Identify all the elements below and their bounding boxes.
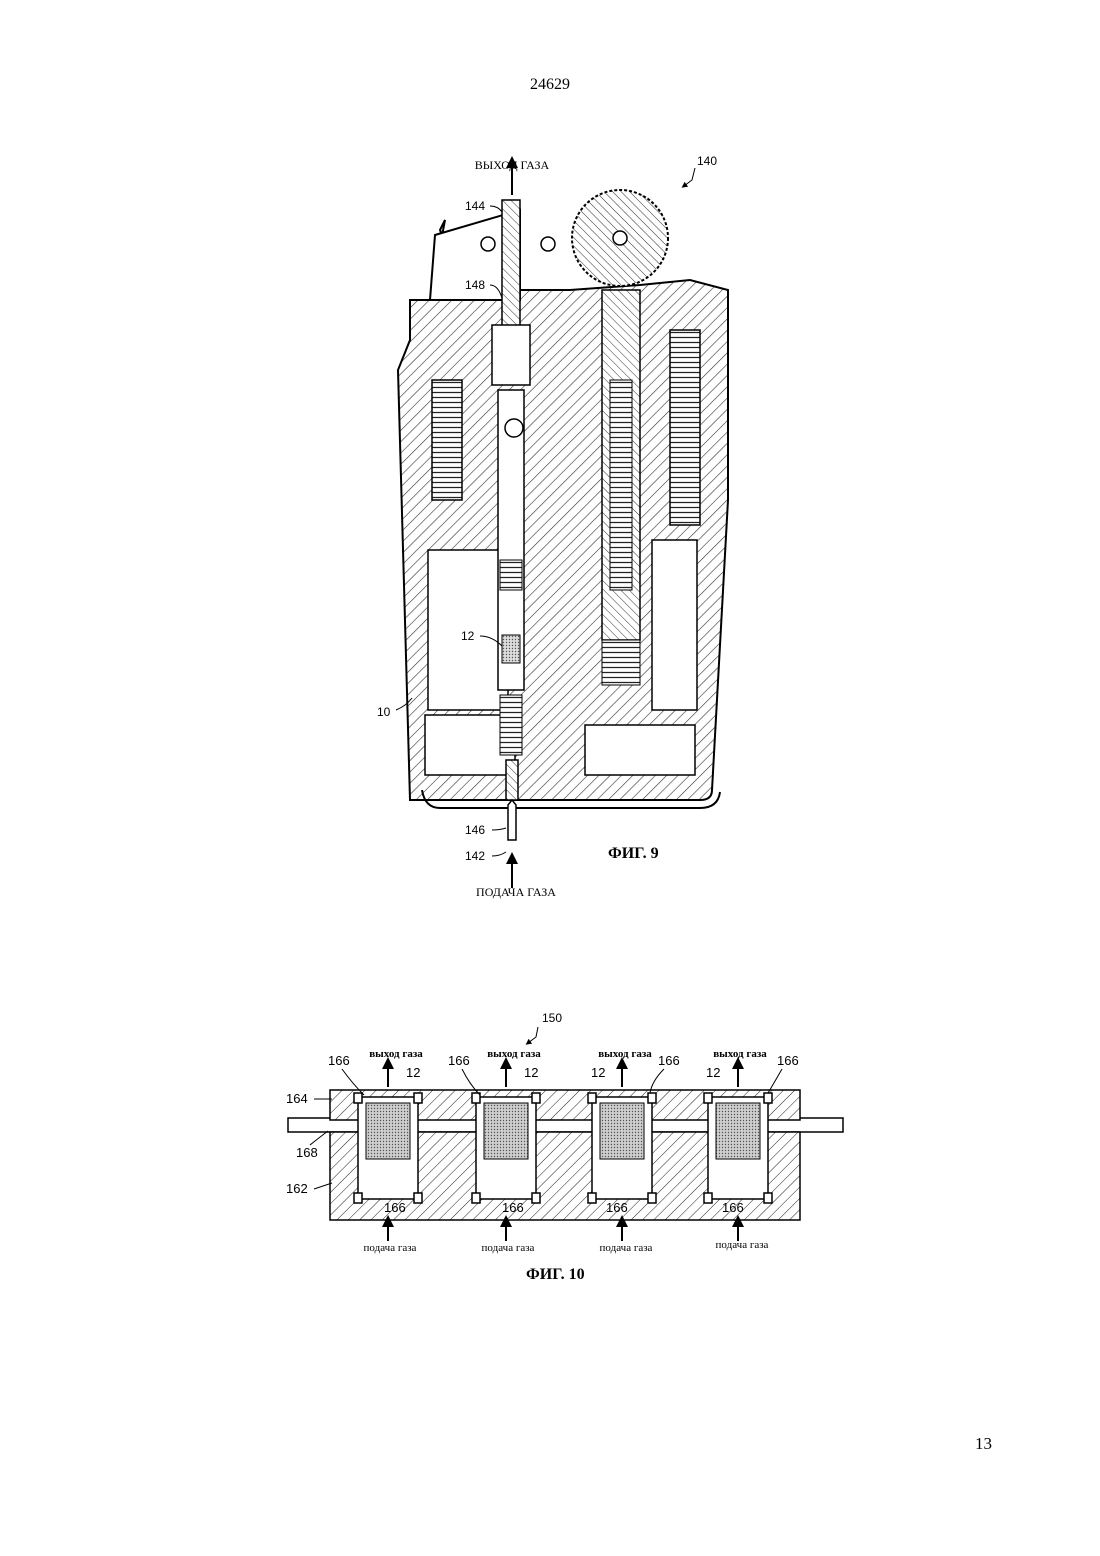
- figure-9-drawing: ВЫХОД ГАЗА 140 144 148 12 10 146 142 ПОД…: [340, 140, 760, 910]
- fig9-ref-144: 144: [465, 199, 485, 213]
- fig10-ref-12-3: 12: [591, 1065, 605, 1080]
- fig10-gas-in-2: подача газа: [482, 1242, 535, 1254]
- fig10-gas-in-1: подача газа: [364, 1242, 417, 1254]
- fig10-gas-out-4: выход газа: [713, 1048, 767, 1060]
- fig10-bot-166-3: 166: [606, 1200, 628, 1215]
- fig9-ref-12: 12: [461, 629, 475, 643]
- fig10-gas-in-4: подача газа: [716, 1239, 769, 1251]
- fig9-ref-146: 146: [465, 823, 485, 837]
- fig10-gas-out-3: выход газа: [598, 1048, 652, 1060]
- fig9-ref-10: 10: [377, 705, 391, 719]
- fig10-gas-out-2: выход газа: [487, 1048, 541, 1060]
- fig10-bot-166-4: 166: [722, 1200, 744, 1215]
- fig10-cell-3: [588, 1093, 656, 1203]
- fig10-top-166-4: 166: [777, 1053, 799, 1068]
- fig10-cell-1: [354, 1093, 422, 1203]
- figure-10-drawing: 150 выход газа выход газа выход газа вых…: [280, 1005, 850, 1285]
- fig10-top-166-2: 166: [448, 1053, 470, 1068]
- fig10-ref-12-4: 12: [706, 1065, 720, 1080]
- fig10-bot-166-2: 166: [502, 1200, 524, 1215]
- fig10-caption: ФИГ. 10: [526, 1266, 585, 1283]
- fig10-ref-12-2: 12: [524, 1065, 538, 1080]
- fig9-ref-140: 140: [697, 154, 717, 168]
- fig9-caption: ФИГ. 9: [608, 845, 659, 862]
- fig9-gas-out-label: ВЫХОД ГАЗА: [475, 158, 550, 172]
- fig10-cell-2: [472, 1093, 540, 1203]
- fig10-ref-168: 168: [296, 1145, 318, 1160]
- fig9-gas-in-label: ПОДАЧА ГАЗА: [476, 885, 556, 899]
- fig10-top-166-1: 166: [328, 1053, 350, 1068]
- fig10-ref-12-1: 12: [406, 1065, 420, 1080]
- fig10-top-166-3: 166: [658, 1053, 680, 1068]
- fig10-gas-out-1: выход газа: [369, 1048, 423, 1060]
- fig10-ref-162: 162: [286, 1181, 308, 1196]
- fig10-ref-150: 150: [542, 1011, 562, 1025]
- fig10-gas-in-3: подача газа: [600, 1242, 653, 1254]
- fig9-ref-142: 142: [465, 849, 485, 863]
- fig10-cell-4: [704, 1093, 772, 1203]
- fig10-ref-164: 164: [286, 1091, 308, 1106]
- document-number: 24629: [0, 76, 1100, 94]
- fig10-bot-166-1: 166: [384, 1200, 406, 1215]
- page-number: 13: [975, 1434, 992, 1454]
- fig9-ref-148: 148: [465, 278, 485, 292]
